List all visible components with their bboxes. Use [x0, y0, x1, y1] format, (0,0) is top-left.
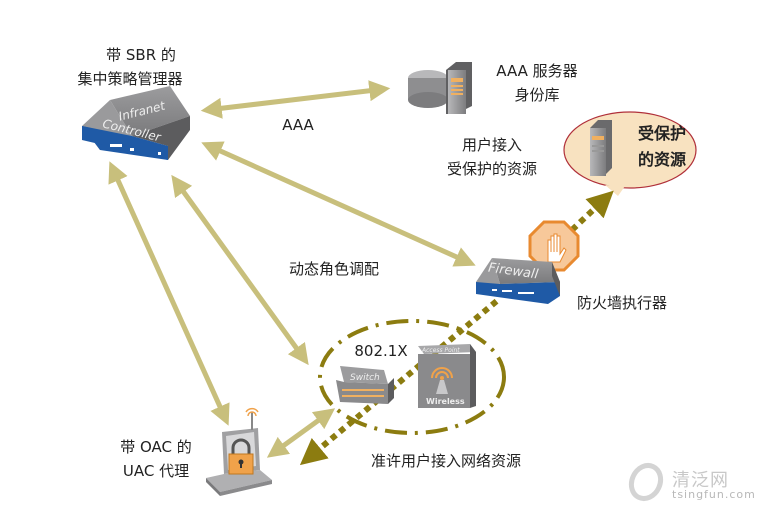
watermark-cn: 清泛网 [672, 470, 729, 491]
arrow-agent-switch [266, 408, 336, 458]
protected-server-device[interactable] [590, 120, 612, 176]
stop-hand-icon [528, 220, 580, 272]
edge-label-dynamic-role: 动态角色调配 [288, 260, 379, 278]
switch-device[interactable]: Switch [336, 366, 394, 404]
protected-resource-label-line1: 受保护 [637, 124, 686, 143]
agent-label-line2: UAC 代理 [122, 462, 190, 480]
aaa-server-label-line1: AAA 服务器 [496, 62, 578, 80]
controller-label-line2: 集中策略管理器 [77, 70, 183, 88]
watermark-logo-icon [628, 462, 664, 502]
dotted-path-agent-to-firewall [299, 297, 500, 466]
agent-label-line1: 带 OAC 的 [120, 438, 192, 456]
edge-label-user-access-line2: 受保护的资源 [446, 160, 537, 178]
edge-label-802-1x: 802.1X [354, 342, 408, 360]
watermark-en: tsingfun.com [672, 488, 756, 501]
aaa-server-device[interactable] [408, 62, 472, 114]
edge-label-network-access: 准许用户接入网络资源 [370, 452, 521, 470]
arrow-controller-aaa [200, 80, 391, 119]
arrow-controller-firewall [201, 141, 476, 267]
network-access-ring [318, 319, 506, 435]
access-point-text-bottom: Wireless [426, 397, 465, 406]
firewall-device-text: Firewall [487, 261, 539, 283]
access-point-device[interactable]: Access Point Wireless [418, 344, 476, 408]
agent-laptop-device[interactable] [206, 407, 272, 496]
firewall-device[interactable]: Firewall [476, 258, 560, 304]
switch-device-text: Switch [350, 373, 380, 383]
controller-label-line1: 带 SBR 的 [106, 46, 176, 64]
edge-label-aaa: AAA [282, 116, 314, 134]
solid-arrows [108, 80, 476, 458]
aaa-server-label-line2: 身份库 [514, 86, 560, 104]
arrow-controller-agent [108, 161, 230, 426]
access-point-text-top: Access Point [421, 347, 460, 354]
infranet-controller-device[interactable]: Infranet Controller [82, 86, 190, 160]
protected-resource-label-line2: 的资源 [637, 150, 686, 169]
firewall-label: 防火墙执行器 [576, 294, 667, 312]
lock-icon [231, 438, 251, 454]
edge-label-user-access-line1: 用户接入 [461, 136, 522, 154]
